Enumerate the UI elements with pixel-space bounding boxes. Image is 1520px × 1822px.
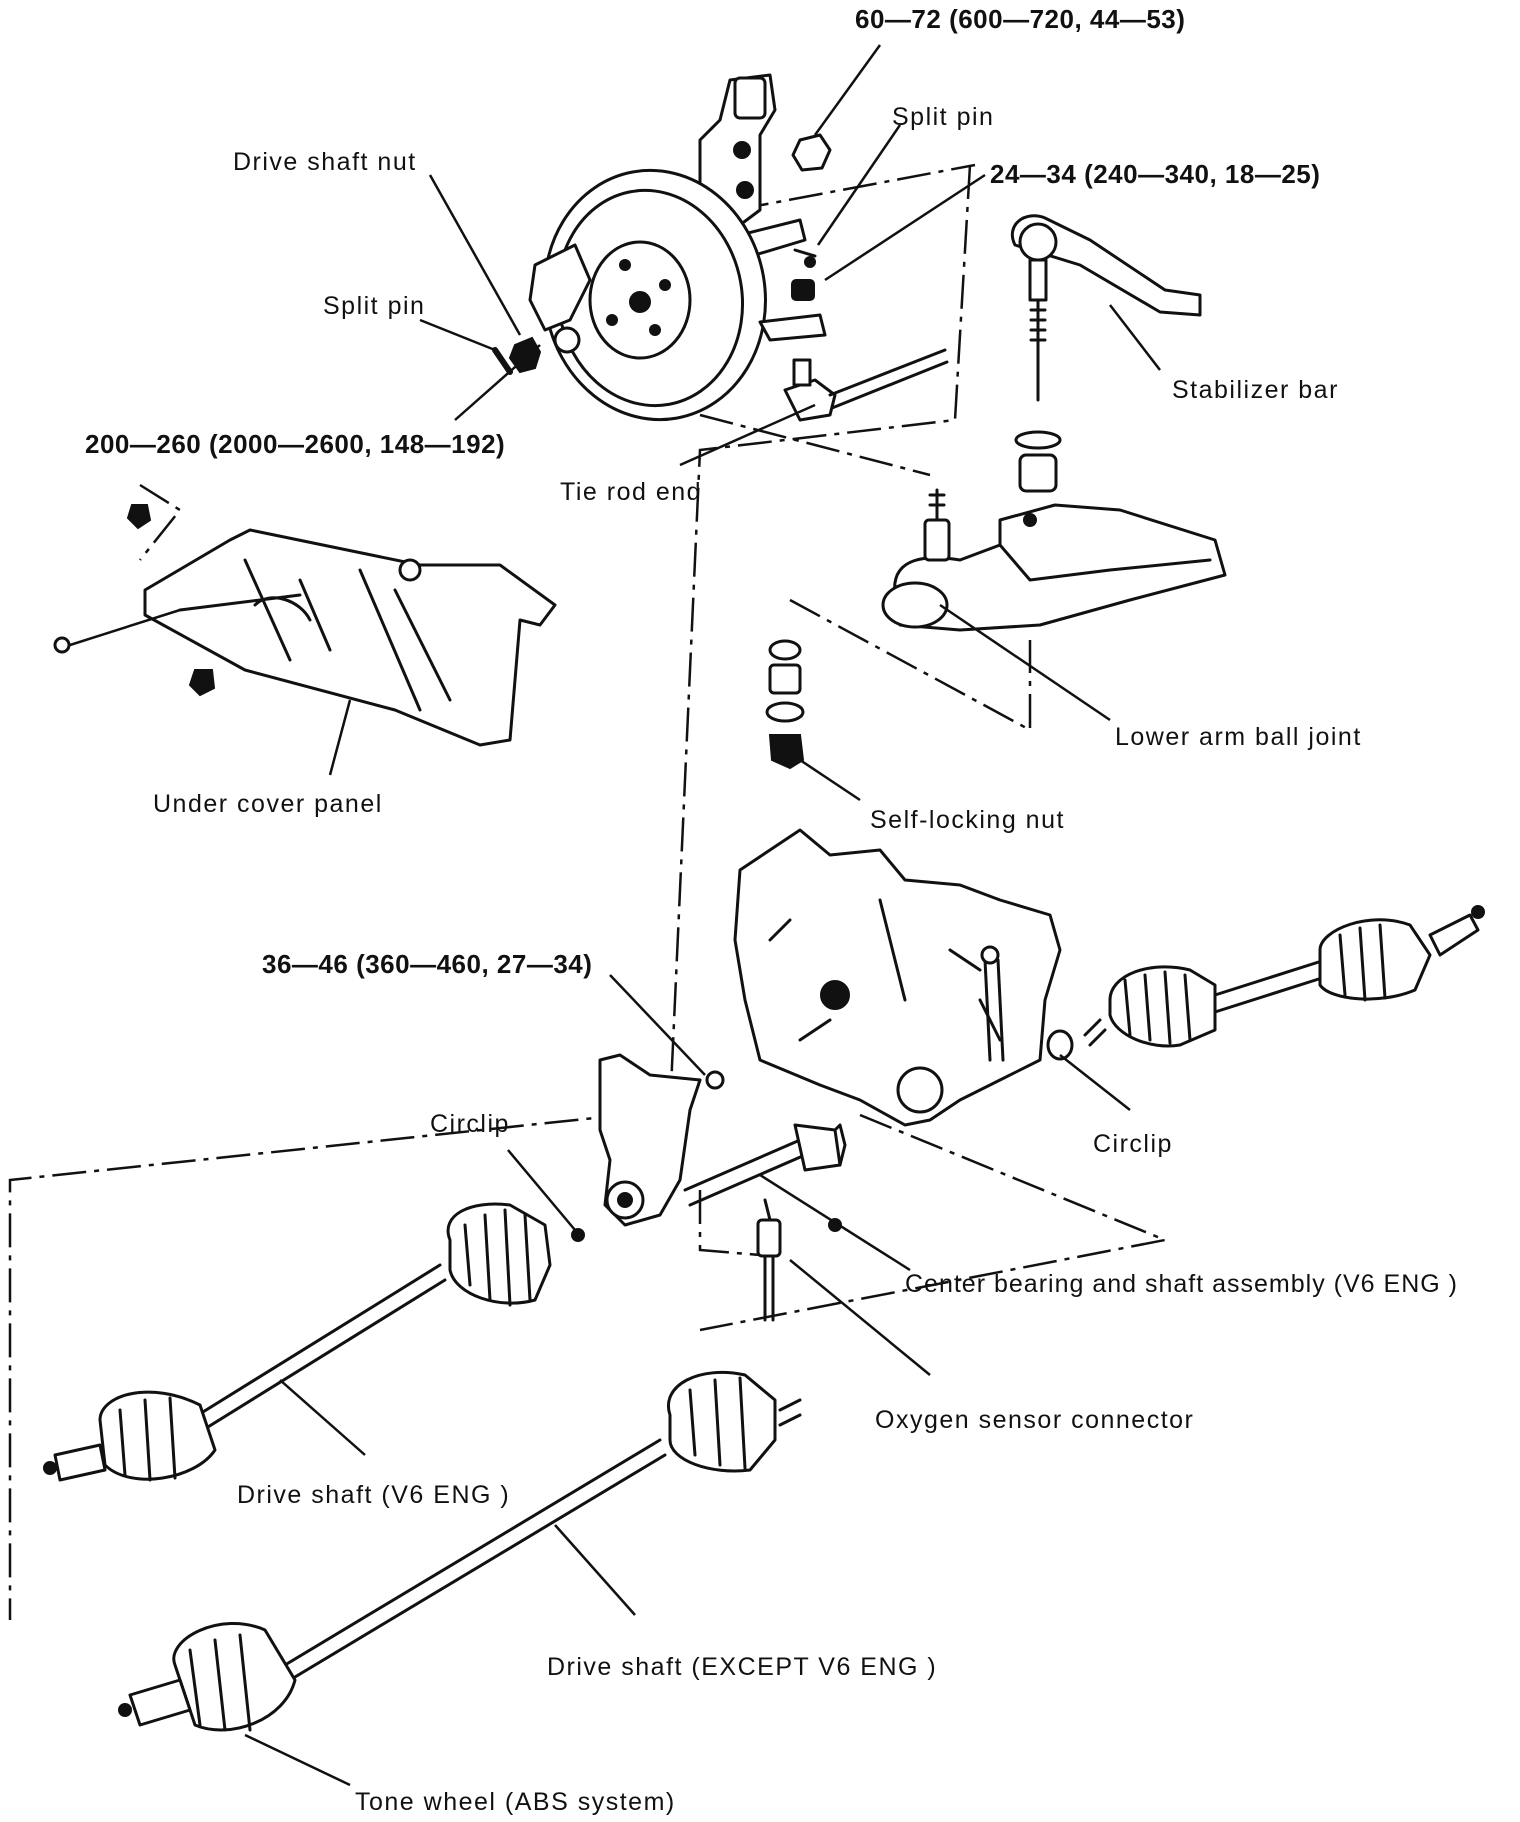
label-split-pin-left: Split pin	[323, 292, 425, 320]
label-lower-arm-ball-joint: Lower arm ball joint	[1115, 723, 1362, 751]
label-tone-wheel: Tone wheel (ABS system)	[355, 1788, 676, 1816]
label-circlip-left: Circlip	[430, 1110, 510, 1138]
oxygen-sensor-connector-icon	[756, 1198, 782, 1322]
label-under-cover-panel: Under cover panel	[153, 790, 383, 818]
assembly-phantom-lines	[8, 163, 1170, 1620]
label-drive-shaft-nut: Drive shaft nut	[233, 148, 417, 176]
split-pin-left-icon	[492, 347, 513, 375]
label-drive-shaft-v6: Drive shaft (V6 ENG )	[237, 1481, 510, 1509]
label-self-locking-nut: Self-locking nut	[870, 806, 1065, 834]
label-stabilizer-bar: Stabilizer bar	[1172, 376, 1339, 404]
torque-spec-tie-rod: 24—34 (240—340, 18—25)	[990, 159, 1320, 189]
torque-spec-center-bearing: 36—46 (360—460, 27—34)	[262, 949, 592, 979]
split-pin-top-icon	[793, 248, 817, 268]
torque-spec-under-cover: 200—260 (2000—2600, 148—192)	[85, 429, 505, 459]
tie-rod-end-icon	[783, 348, 949, 422]
label-tie-rod-end: Tie rod end	[560, 478, 702, 506]
brake-disc-icon	[528, 168, 827, 422]
circlip-left-icon	[571, 1228, 585, 1242]
ball-joint-icon	[881, 488, 1227, 632]
drive-shaft-right-icon	[1083, 905, 1485, 1048]
circlip-right-icon	[1046, 1029, 1074, 1061]
center-bearing-assembly-icon	[598, 1053, 847, 1232]
under-cover-panel-icon	[53, 504, 557, 747]
label-drive-shaft-except-v6: Drive shaft (EXCEPT V6 ENG )	[547, 1653, 937, 1681]
label-center-bearing: Center bearing and shaft assembly (V6 EN…	[905, 1270, 1458, 1298]
self-locking-nut-stack-icon	[765, 639, 805, 770]
drive-shaft-except-v6-icon	[118, 1370, 802, 1732]
label-split-pin-top: Split pin	[892, 103, 994, 131]
leader-lines	[244, 44, 1161, 1787]
label-circlip-right: Circlip	[1093, 1130, 1173, 1158]
label-oxygen-sensor: Oxygen sensor connector	[875, 1406, 1194, 1434]
transaxle-icon	[733, 828, 1062, 1127]
drive-shaft-v6-icon	[43, 1202, 552, 1482]
hub-knuckle-icon	[698, 73, 807, 257]
hub-nut-icon	[791, 133, 832, 172]
castle-nut-icon	[791, 279, 815, 301]
stabilizer-bar-icon	[1010, 214, 1202, 493]
torque-spec-hub-nut: 60—72 (600—720, 44—53)	[855, 4, 1185, 34]
